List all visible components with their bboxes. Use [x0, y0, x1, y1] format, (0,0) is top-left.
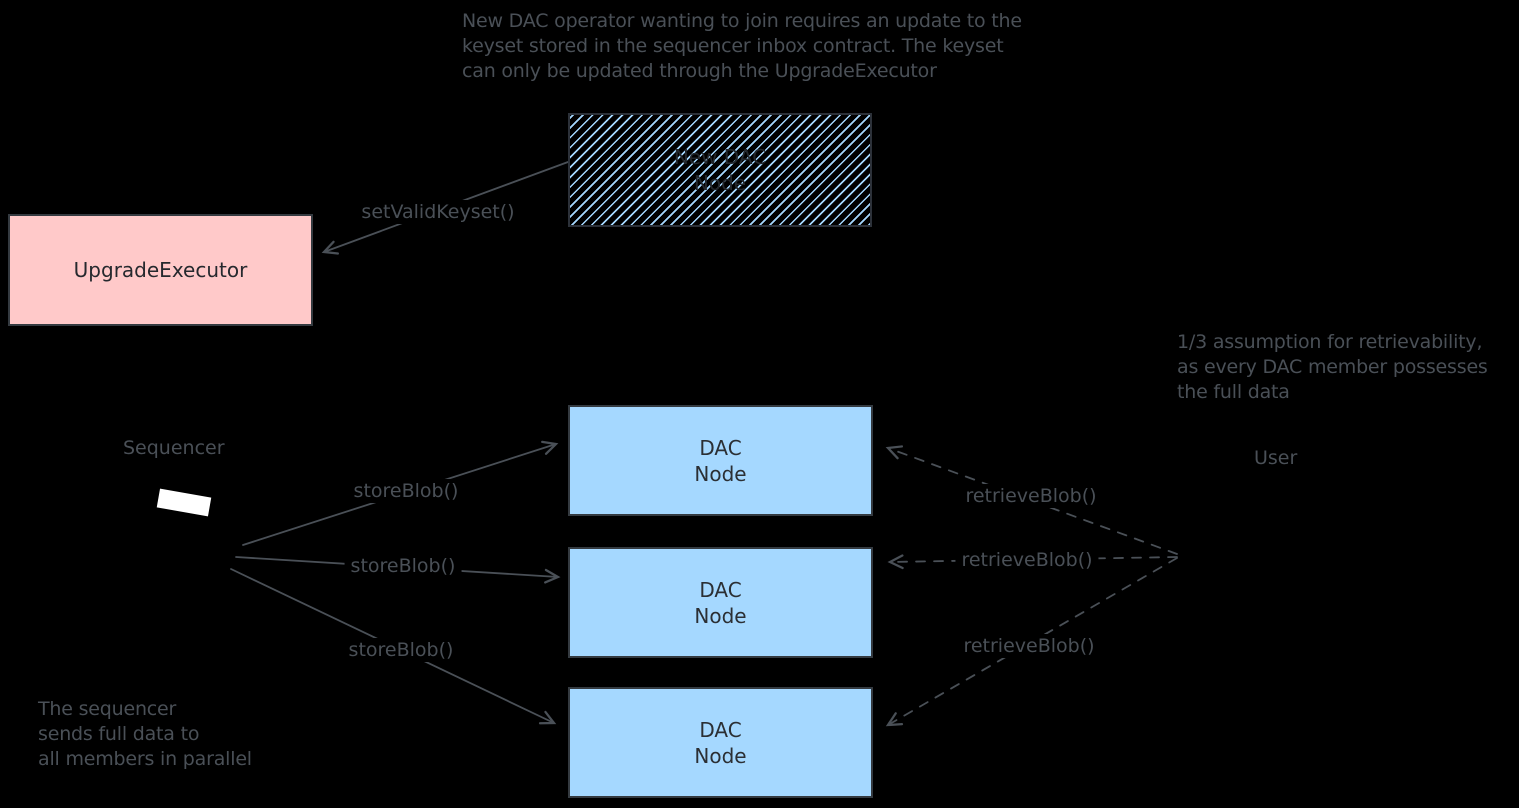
new-dac-node-label-line1: New DAC: [673, 145, 767, 169]
note-line: all members in parallel: [38, 748, 252, 770]
set-valid-keyset-label: setValidKeyset(): [355, 200, 521, 224]
new-dac-node-label-line2: Node: [693, 171, 747, 195]
dac-node-box-3: DAC Node: [568, 687, 873, 798]
store-blob-label-1: storeBlob(): [347, 479, 465, 503]
user-label: User: [1254, 447, 1298, 469]
note-retrievability: 1/3 assumption for retrievability, as ev…: [1177, 330, 1488, 405]
dac-node-1-line2: Node: [694, 461, 747, 486]
store-blob-label-3: storeBlob(): [342, 638, 460, 662]
note-line: can only be updated through the UpgradeE…: [462, 60, 937, 82]
dac-node-1-line1: DAC: [699, 435, 742, 460]
upgrade-executor-box: UpgradeExecutor: [8, 214, 313, 326]
dac-node-box-1: DAC Node: [568, 405, 873, 516]
note-line: New DAC operator wanting to join require…: [462, 10, 1022, 32]
arrow-retrieve-blob-1: [885, 445, 1178, 555]
dac-node-2-line2: Node: [694, 603, 747, 628]
note-line: as every DAC member possesses: [1177, 356, 1488, 378]
sequencer-label: Sequencer: [123, 437, 225, 459]
note-keyset-update: New DAC operator wanting to join require…: [462, 9, 1022, 84]
upgrade-executor-label: UpgradeExecutor: [73, 258, 248, 282]
dac-node-2-line1: DAC: [699, 577, 742, 602]
dac-node-3-line1: DAC: [699, 717, 742, 742]
store-blob-label-2: storeBlob(): [344, 554, 462, 578]
new-dac-node-box: New DAC Node: [568, 113, 872, 227]
note-line: sends full data to: [38, 723, 200, 745]
retrieve-blob-label-3: retrieveBlob(): [957, 634, 1101, 658]
retrieve-blob-label-1: retrieveBlob(): [959, 484, 1103, 508]
note-line: the full data: [1177, 381, 1290, 403]
retrieve-blob-label-2: retrieveBlob(): [955, 548, 1099, 572]
note-line: keyset stored in the sequencer inbox con…: [462, 35, 1004, 57]
dac-node-box-2: DAC Node: [568, 547, 873, 658]
note-line: The sequencer: [38, 698, 177, 720]
dac-node-3-line2: Node: [694, 743, 747, 768]
note-line: 1/3 assumption for retrievability,: [1177, 331, 1483, 353]
note-sequencer-parallel: The sequencer sends full data to all mem…: [38, 697, 252, 772]
